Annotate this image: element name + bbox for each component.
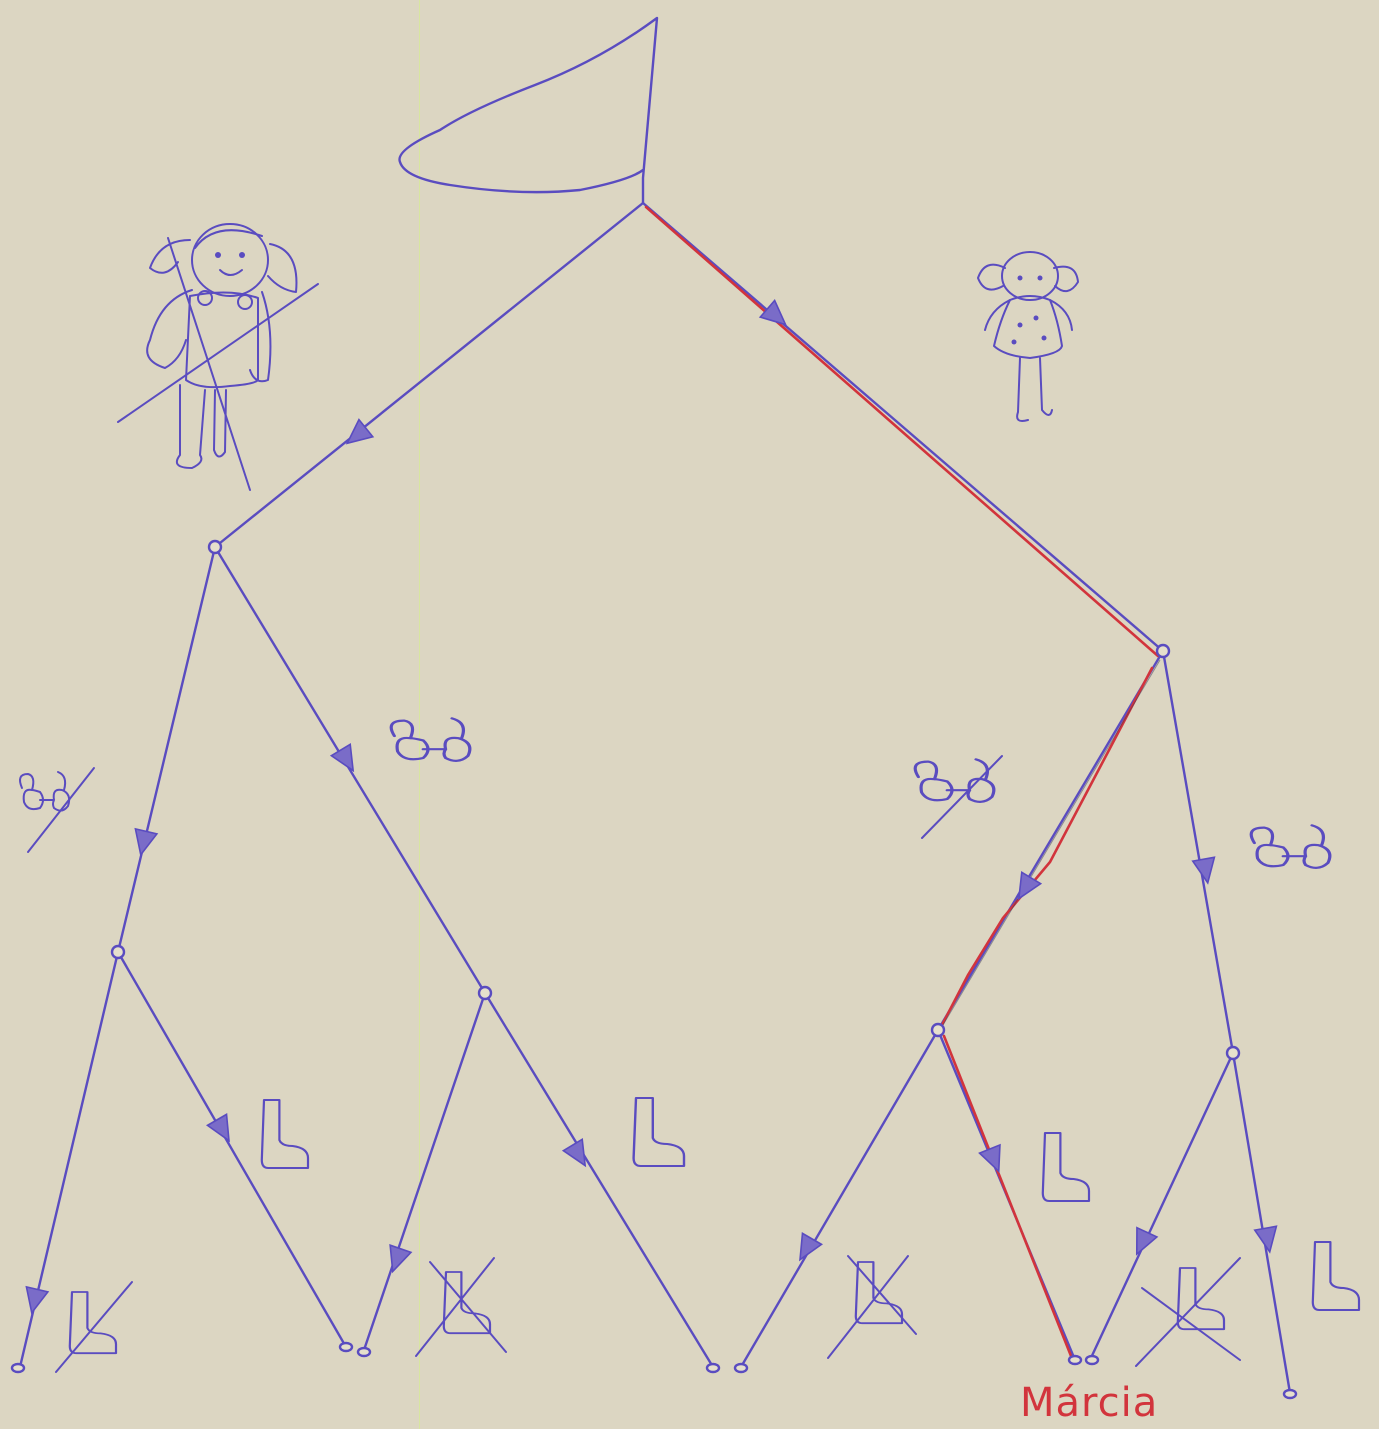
node-rl xyxy=(932,1024,944,1036)
leaf-6-highlighted xyxy=(1069,1356,1081,1364)
crossed-glasses-icon xyxy=(20,768,94,852)
node-l xyxy=(209,541,221,553)
edge-root-right xyxy=(643,203,1163,651)
crossed-boot-icon xyxy=(1136,1258,1240,1366)
highlighted-path xyxy=(646,207,1160,1356)
leaf-3 xyxy=(358,1348,370,1356)
leaf-5 xyxy=(735,1364,747,1372)
boot-icon xyxy=(634,1098,684,1166)
girl-icon xyxy=(978,252,1078,421)
edge-l-r xyxy=(215,547,485,993)
edge-r-r xyxy=(1163,651,1233,1053)
edge-ll-r xyxy=(118,952,346,1347)
tree-edges xyxy=(20,203,1290,1393)
crossed-girl-icon xyxy=(118,224,318,490)
boot-icon xyxy=(1313,1242,1359,1310)
leaf-1 xyxy=(12,1364,24,1372)
edge-l-l xyxy=(118,547,215,952)
crossed-boot-icon xyxy=(828,1256,916,1358)
leaf-8 xyxy=(1284,1390,1296,1398)
node-r xyxy=(1157,645,1169,657)
leaf-7 xyxy=(1086,1356,1098,1364)
node-rr xyxy=(1227,1047,1239,1059)
leaf-4 xyxy=(707,1364,719,1372)
edge-root-left xyxy=(215,203,643,547)
node-lr xyxy=(479,987,491,999)
edge-lr-r xyxy=(485,993,713,1367)
edge-lr-l xyxy=(364,993,485,1350)
boot-icon xyxy=(1043,1133,1089,1201)
edge-rl-l xyxy=(741,1030,938,1367)
leaf-2 xyxy=(340,1343,352,1351)
node-ll xyxy=(112,946,124,958)
crossed-glasses-icon xyxy=(915,756,1002,838)
glasses-icon xyxy=(1251,825,1330,867)
flag-icon xyxy=(400,18,658,203)
crossed-boot-icon xyxy=(416,1258,506,1356)
boot-icon xyxy=(262,1100,308,1168)
highlighted-leaf-label: Márcia xyxy=(1020,1380,1158,1426)
edge-arrows xyxy=(21,301,1281,1316)
edge-rr-r xyxy=(1233,1053,1290,1393)
edge-r-l xyxy=(938,651,1163,1030)
crossed-boot-icon xyxy=(56,1282,132,1372)
edge-rr-l xyxy=(1090,1053,1233,1360)
glasses-icon xyxy=(391,718,470,760)
